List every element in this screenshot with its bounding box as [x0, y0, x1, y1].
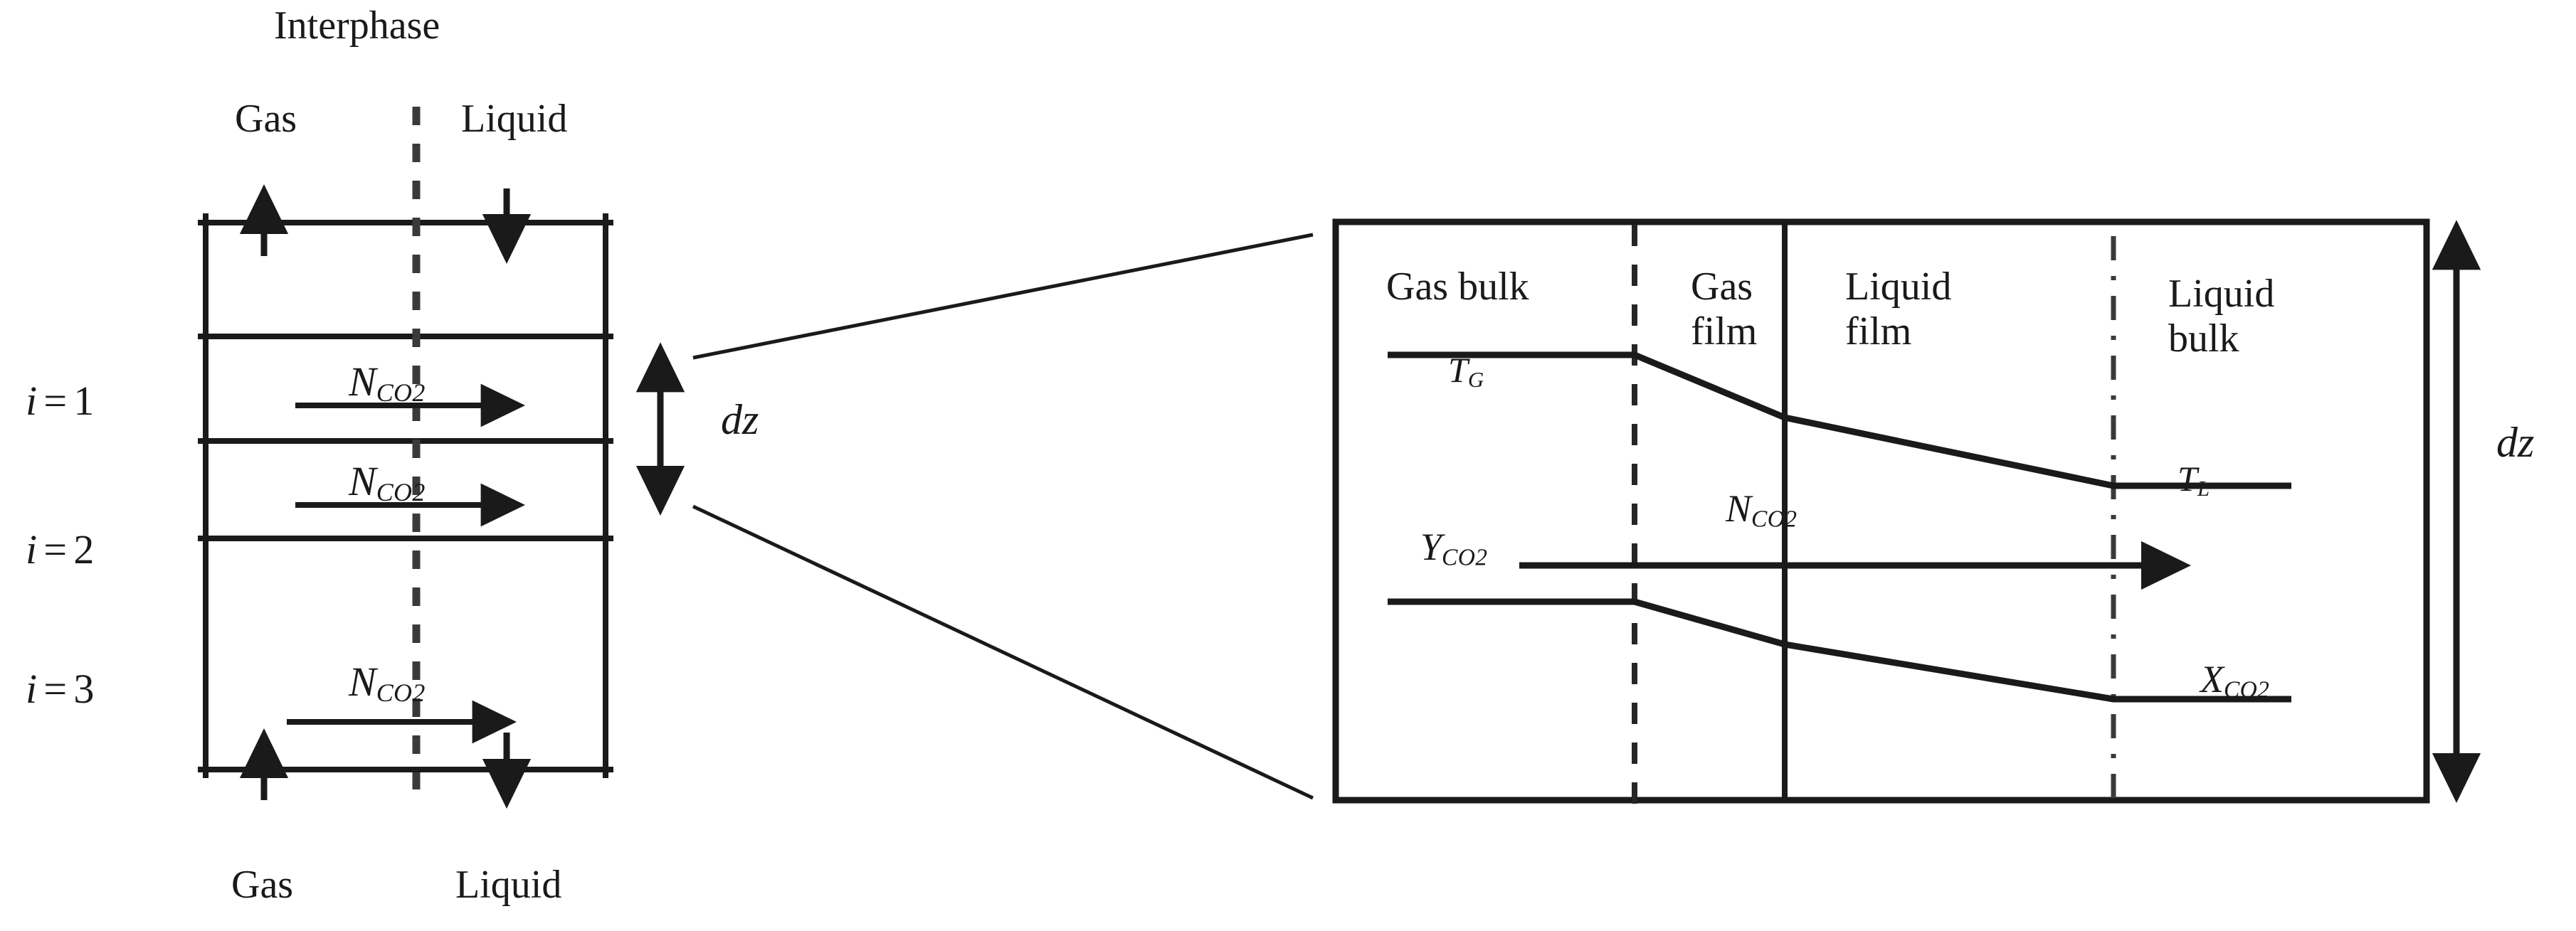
flux-label-stage-1-symbol: N	[349, 358, 376, 405]
flux-label-stage-2-sub: CO2	[376, 477, 426, 506]
flux-label-right-panel: NCO2	[1726, 489, 1797, 531]
flux-label-stage-2: NCO2	[349, 461, 426, 506]
temperature-profile-line	[1388, 351, 2291, 489]
stage-index-2-var: i	[26, 526, 38, 573]
temperature-liquid-label: TL	[2178, 461, 2210, 499]
stage-index-1-value: 1	[73, 378, 95, 424]
stage-index-3-value: 3	[73, 666, 95, 712]
dz-label-left: dz	[721, 396, 759, 443]
right-panel-border	[1332, 218, 2430, 804]
temperature-gas-symbol: T	[1448, 350, 1468, 390]
liquid-composition-symbol: X	[2200, 658, 2224, 701]
stage-index-3-var: i	[26, 666, 38, 712]
flux-label-stage-3-sub: CO2	[376, 678, 426, 707]
gas-composition-label: YCO2	[1420, 528, 1487, 570]
gas-composition-sub: CO2	[1442, 544, 1488, 571]
stage-index-2: i=2	[26, 529, 94, 570]
temperature-gas-label: TG	[1448, 352, 1484, 390]
temperature-liquid-symbol: T	[2178, 459, 2197, 499]
liquid-composition-sub: CO2	[2224, 676, 2270, 703]
stage-index-1-var: i	[26, 378, 38, 424]
zoom-callout-connectors	[692, 233, 1314, 800]
left-column-element	[198, 107, 613, 809]
zone-label-gas-bulk: Gas bulk	[1386, 265, 1529, 309]
flux-label-stage-1-sub: CO2	[376, 378, 426, 407]
stage-index-1: i=1	[26, 381, 94, 422]
gas-composition-profile-line	[1388, 598, 2291, 703]
gas-label-bottom: Gas	[231, 863, 294, 907]
callout-line-lower	[692, 504, 1314, 800]
flux-label-right-sub: CO2	[1751, 506, 1798, 533]
callout-line-upper	[692, 233, 1314, 360]
flux-label-stage-3: NCO2	[349, 661, 426, 706]
gas-composition-symbol: Y	[1420, 526, 1442, 568]
liquid-composition-label: XCO2	[2200, 660, 2269, 702]
gas-label-top: Gas	[235, 97, 297, 141]
stage-index-1-eq: =	[43, 378, 68, 424]
zone-label-gas-film: Gas film	[1691, 265, 1758, 353]
flux-label-stage-3-symbol: N	[349, 659, 376, 705]
flux-label-right-symbol: N	[1726, 487, 1752, 530]
flux-label-stage-1: NCO2	[349, 361, 426, 406]
temperature-gas-sub: G	[1467, 366, 1484, 392]
zone-label-liquid-bulk: Liquid bulk	[2168, 272, 2275, 361]
stage-index-3: i=3	[26, 669, 94, 710]
stage-index-3-eq: =	[43, 666, 68, 712]
interphase-label: Interphase	[274, 4, 440, 48]
stage-index-2-eq: =	[43, 526, 68, 573]
right-detail-panel	[1332, 218, 2481, 811]
dz-label-right: dz	[2496, 419, 2535, 466]
zone-label-liquid-film: Liquid film	[1845, 265, 1952, 353]
stage-index-2-value: 2	[73, 526, 95, 573]
liquid-label-top: Liquid	[461, 97, 568, 141]
flux-label-stage-2-symbol: N	[349, 458, 376, 504]
temperature-liquid-sub: L	[2197, 475, 2210, 501]
liquid-label-bottom: Liquid	[455, 863, 562, 907]
